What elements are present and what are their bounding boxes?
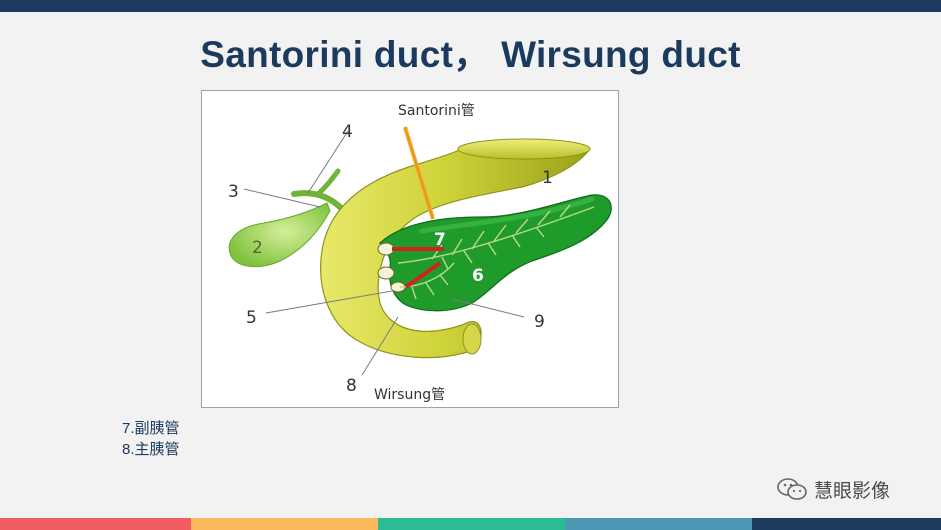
pancreatic-duct-branches [397, 204, 595, 300]
gallbladder [228, 202, 331, 268]
label-2: 2 [252, 238, 263, 258]
duodenum-end [462, 323, 482, 355]
label-5: 5 [246, 308, 257, 328]
notes: 7.副胰管 8.主胰管 [122, 418, 180, 460]
duodenum [320, 143, 592, 359]
pancreas-highlight [419, 196, 595, 234]
label-4: 4 [342, 122, 353, 142]
diagram-svg: Santorini管 Wirsung管 1 2 3 4 5 6 7 8 9 [228, 103, 612, 403]
pancreas-duct-diagram: Santorini管 Wirsung管 1 2 3 4 5 6 7 8 9 [201, 90, 619, 408]
footer-segment [0, 518, 191, 530]
label-wirsung: Wirsung管 [374, 387, 445, 403]
footer-segment [752, 518, 941, 530]
note-item: 7.副胰管 [122, 420, 180, 437]
label-9: 9 [534, 312, 545, 332]
label-santorini: Santorini管 [398, 103, 475, 119]
minor-papilla [377, 242, 395, 256]
footer-segment [565, 518, 752, 530]
footer-segment [378, 518, 565, 530]
duodenum-opening [457, 138, 591, 160]
label-3: 3 [228, 182, 239, 202]
watermark: 慧眼影像 [776, 476, 890, 502]
wechat-icon [777, 478, 807, 500]
watermark-text: 慧眼影像 [814, 479, 891, 502]
label-7: 7 [434, 230, 446, 250]
major-papilla [377, 266, 395, 280]
slide-title: Santorini duct， Wirsung duct [200, 34, 741, 75]
wirsung-duct-marker [404, 261, 442, 289]
label-8: 8 [346, 376, 357, 396]
footer-segment [191, 518, 378, 530]
hepatic-duct [315, 168, 341, 197]
footer-color-bar [0, 518, 941, 530]
note-item: 8.主胰管 [122, 441, 180, 458]
leader-lines [243, 130, 525, 376]
label-6: 6 [472, 266, 484, 286]
label-1: 1 [542, 168, 553, 188]
top-bar [0, 0, 941, 12]
